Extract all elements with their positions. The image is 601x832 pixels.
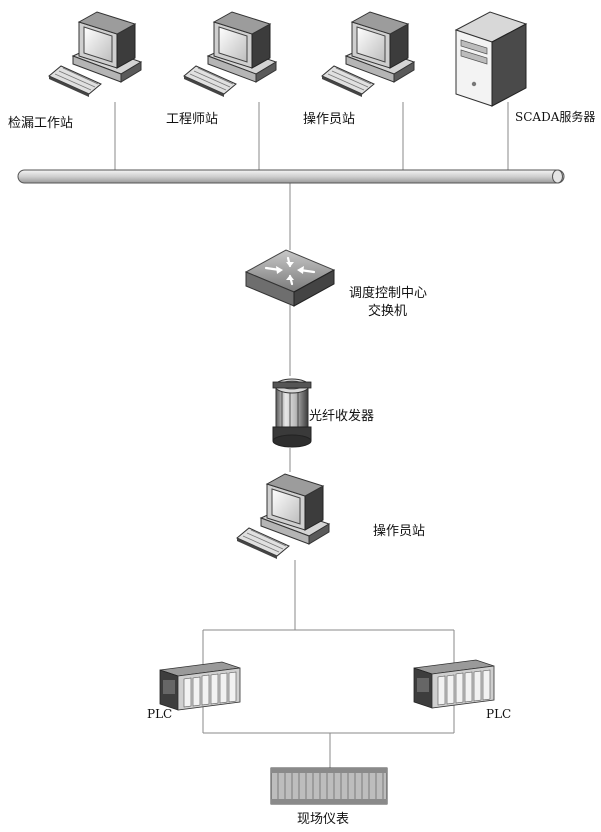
operator-station-top-icon (321, 11, 415, 98)
operator-station-top-label: 操作员站 (303, 112, 356, 127)
network-switch-icon (244, 249, 336, 307)
scada-server-label: SCADA服务器 (515, 110, 596, 124)
plc-left-icon (159, 661, 241, 711)
engineer-station-label: 工程师站 (166, 112, 219, 127)
instrument-panel-icon (270, 767, 388, 805)
leak-station-label: 检漏工作站 (8, 116, 74, 131)
fiber-transceiver-label: 光纤收发器 (309, 409, 375, 424)
engineer-station-icon (183, 11, 277, 98)
plc-left-label: PLC (147, 707, 173, 721)
dispatch-switch-label-line1: 调度控制中心 (349, 286, 428, 301)
leak-station-icon (48, 11, 142, 98)
operator-station-field-label: 操作员站 (373, 524, 426, 539)
fiber-transceiver-icon (272, 378, 312, 448)
connection-lines (114, 102, 509, 768)
operator-station-field-icon (236, 473, 330, 560)
dispatch-switch-label-line2: 交换机 (368, 304, 408, 319)
plc-right-icon (413, 659, 495, 709)
ethernet-bus (17, 169, 565, 184)
plc-right-label: PLC (486, 707, 512, 721)
field-instruments-label: 现场仪表 (297, 812, 350, 827)
tower-server-icon (454, 11, 528, 107)
